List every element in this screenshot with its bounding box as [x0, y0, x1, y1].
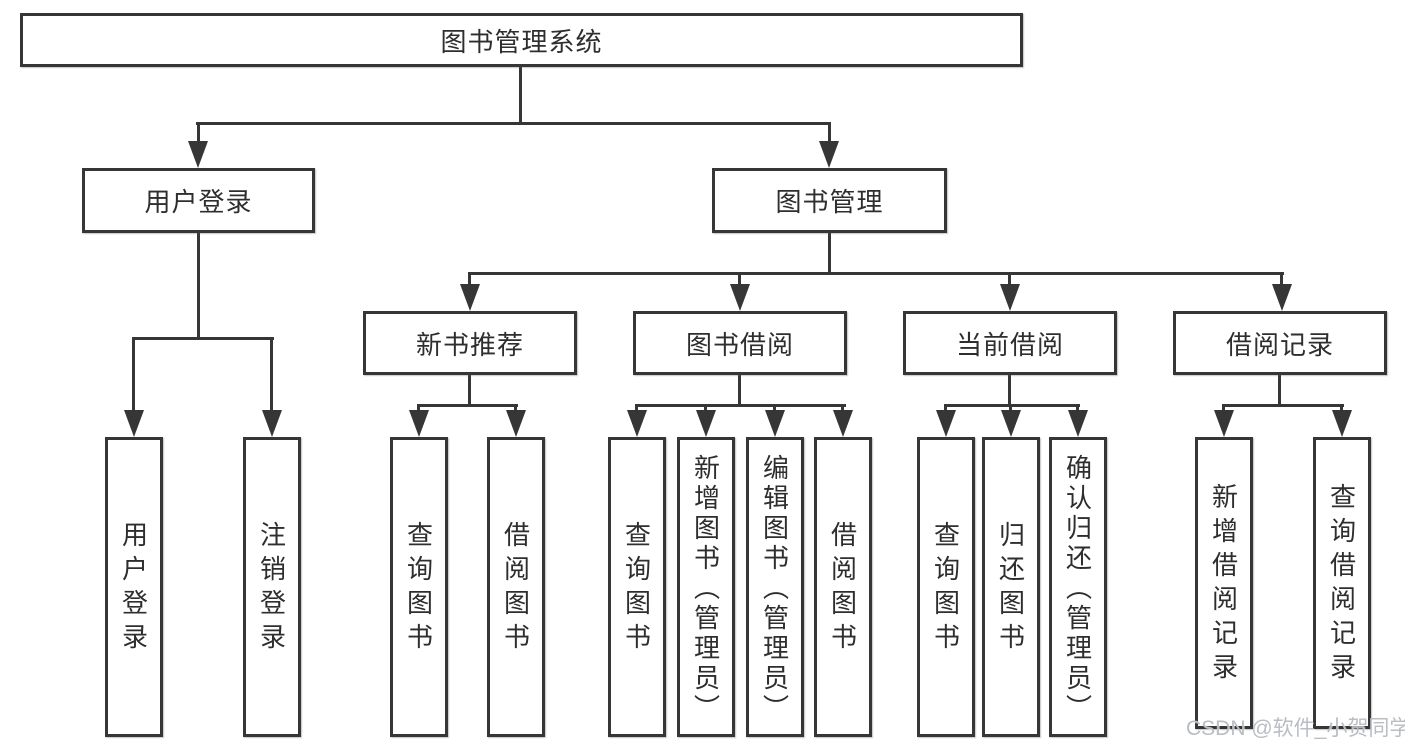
arrowhead-down — [1332, 410, 1352, 437]
connector-line — [270, 337, 273, 415]
leaf-query-books-recommend: 查询图书 — [390, 437, 448, 737]
leaf-borrow-books-borrowing: 借阅图书 — [814, 437, 872, 737]
arrowhead-down — [696, 410, 716, 437]
arrowhead-down — [1068, 410, 1088, 437]
arrowhead-down — [1214, 410, 1234, 437]
arrowhead-down — [730, 284, 750, 311]
node-current-borrowing: 当前借阅 — [903, 311, 1117, 375]
node-book-borrowing: 图书借阅 — [633, 311, 847, 375]
leaf-query-books-current: 查询图书 — [917, 437, 975, 737]
arrowhead-down — [1000, 284, 1020, 311]
arrowhead-down — [506, 410, 526, 437]
connector-line — [468, 272, 1284, 275]
arrowhead-down — [936, 410, 956, 437]
leaf-query-borrow-record: 查询借阅记录 — [1313, 437, 1371, 729]
connector-line — [468, 375, 471, 406]
connector-line — [1008, 375, 1011, 406]
arrowhead-down — [765, 410, 785, 437]
leaf-add-borrow-record: 新增借阅记录 — [1195, 437, 1253, 729]
connector-line — [944, 404, 1080, 407]
leaf-borrow-books-recommend: 借阅图书 — [487, 437, 545, 737]
leaf-confirm-return-admin: 确认归还（管理员） — [1049, 437, 1107, 737]
connector-line — [738, 375, 741, 406]
arrowhead-down — [262, 410, 282, 437]
connector-line — [468, 272, 471, 290]
connector-line — [1280, 272, 1283, 290]
connector-line — [1222, 404, 1344, 407]
leaf-edit-books-admin: 编辑图书（管理员） — [746, 437, 804, 737]
arrowhead-down — [124, 410, 144, 437]
arrowhead-down — [1272, 284, 1292, 311]
arrowhead-down — [409, 410, 429, 437]
arrowhead-down — [1001, 410, 1021, 437]
connector-line — [519, 67, 522, 123]
connector-line — [197, 122, 200, 147]
connector-line — [1278, 375, 1281, 406]
node-new-book-recommend: 新书推荐 — [363, 311, 577, 375]
connector-line — [635, 404, 846, 407]
leaf-user-login: 用户登录 — [105, 437, 163, 737]
watermark: CSDN @软件_小贺同学 — [1186, 717, 1405, 740]
connector-line — [417, 404, 518, 407]
arrowhead-down — [819, 141, 839, 168]
arrowhead-down — [627, 410, 647, 437]
connector-line — [132, 337, 135, 415]
connector-line — [132, 337, 274, 340]
leaf-return-books: 归还图书 — [982, 437, 1040, 737]
node-root: 图书管理系统 — [20, 13, 1023, 67]
leaf-query-books-borrowing: 查询图书 — [608, 437, 666, 737]
connector-line — [196, 122, 831, 125]
node-book-management: 图书管理 — [712, 168, 947, 233]
arrowhead-down — [188, 141, 208, 168]
leaf-add-books-admin: 新增图书（管理员） — [677, 437, 735, 737]
leaf-logout-login: 注销登录 — [243, 437, 301, 737]
connector-line — [828, 233, 831, 275]
connector-line — [197, 233, 200, 340]
connector-line — [828, 122, 831, 147]
connector-line — [1008, 272, 1011, 290]
arrowhead-down — [833, 410, 853, 437]
connector-line — [738, 272, 741, 290]
node-borrowing-records: 借阅记录 — [1173, 311, 1387, 375]
node-user-login: 用户登录 — [82, 168, 315, 233]
arrowhead-down — [460, 284, 480, 311]
